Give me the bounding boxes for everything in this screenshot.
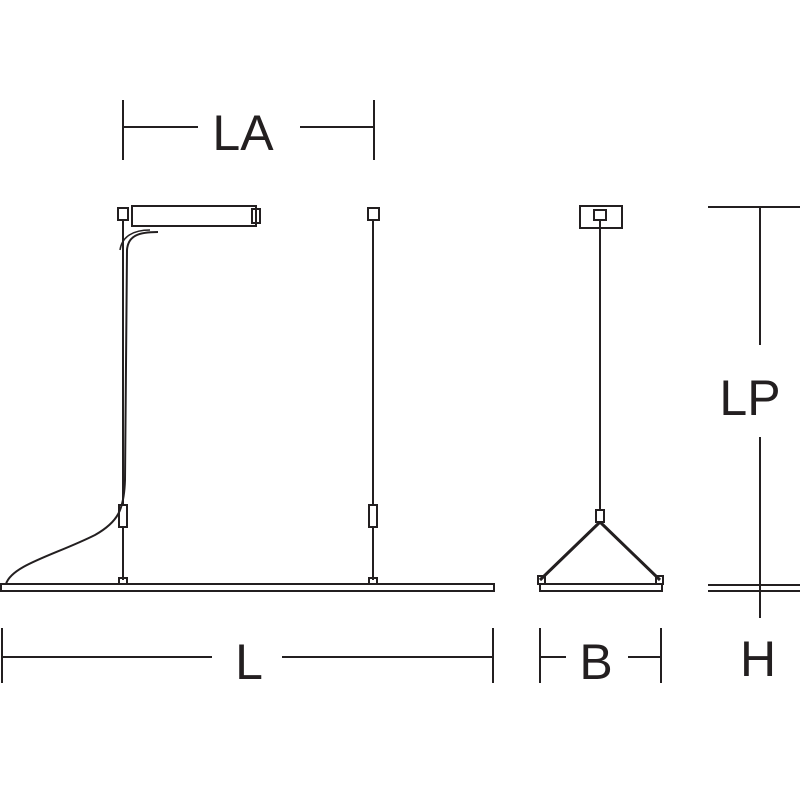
dimension-b: [539, 628, 662, 683]
side-wire-adjuster: [595, 509, 605, 523]
side-view: [537, 205, 664, 592]
cable-entry: [119, 229, 151, 251]
label-l: L: [235, 634, 263, 690]
right-wire-adjuster: [368, 504, 378, 528]
ceiling-canopy: [131, 205, 257, 227]
label-lp: LP: [719, 370, 780, 426]
right-top-fitting: [367, 207, 380, 221]
label-b: B: [579, 634, 612, 690]
luminaire-body: [0, 583, 495, 592]
side-top-fitting: [593, 209, 607, 221]
side-luminaire-body: [539, 583, 663, 592]
label-la: LA: [212, 105, 274, 161]
dimension-l: [1, 628, 494, 683]
canopy-end-cap: [251, 208, 261, 224]
left-top-fitting: [117, 207, 129, 221]
front-view: [0, 205, 495, 592]
power-cable: [5, 231, 159, 585]
label-h: H: [740, 631, 776, 687]
dimension-lp: [708, 206, 800, 618]
dimension-la: [122, 100, 375, 160]
side-y-yoke: [538, 520, 662, 582]
